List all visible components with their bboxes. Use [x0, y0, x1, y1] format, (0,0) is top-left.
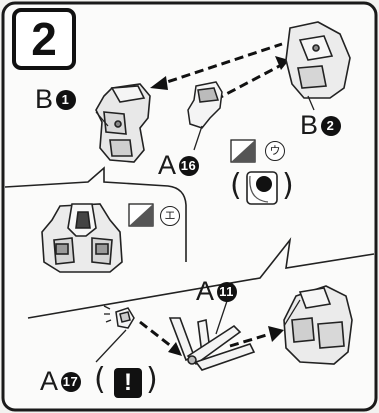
paren-open-warning: ( — [94, 362, 106, 397]
label-b1-letter: B — [35, 84, 54, 114]
label-a16-letter: A — [158, 150, 177, 180]
paren-open-dot: ( — [230, 168, 242, 203]
part-b1-torso — [96, 84, 150, 162]
warning-icon: ! — [114, 368, 142, 398]
label-b1-number: 1 — [56, 90, 76, 110]
label-b2-number: 2 — [321, 116, 341, 136]
label-a17-number: 17 — [61, 372, 81, 392]
sticker-dot-detail — [247, 172, 277, 204]
sticker-icon-u — [231, 140, 255, 162]
part-b2 — [286, 22, 350, 98]
label-a16-number: 16 — [179, 156, 199, 176]
marker-e: エ — [160, 206, 180, 226]
paren-close-dot: ) — [282, 168, 294, 203]
label-b2-letter: B — [300, 110, 319, 140]
label-a11-number: 11 — [217, 282, 237, 302]
sticker-icon-e — [129, 204, 153, 226]
marker-u: ウ — [265, 141, 285, 161]
step-number-badge: 2 — [12, 8, 76, 70]
label-a11-letter: A — [196, 276, 215, 306]
paren-close-warning: ) — [146, 362, 158, 397]
label-a17-letter: A — [40, 366, 59, 396]
